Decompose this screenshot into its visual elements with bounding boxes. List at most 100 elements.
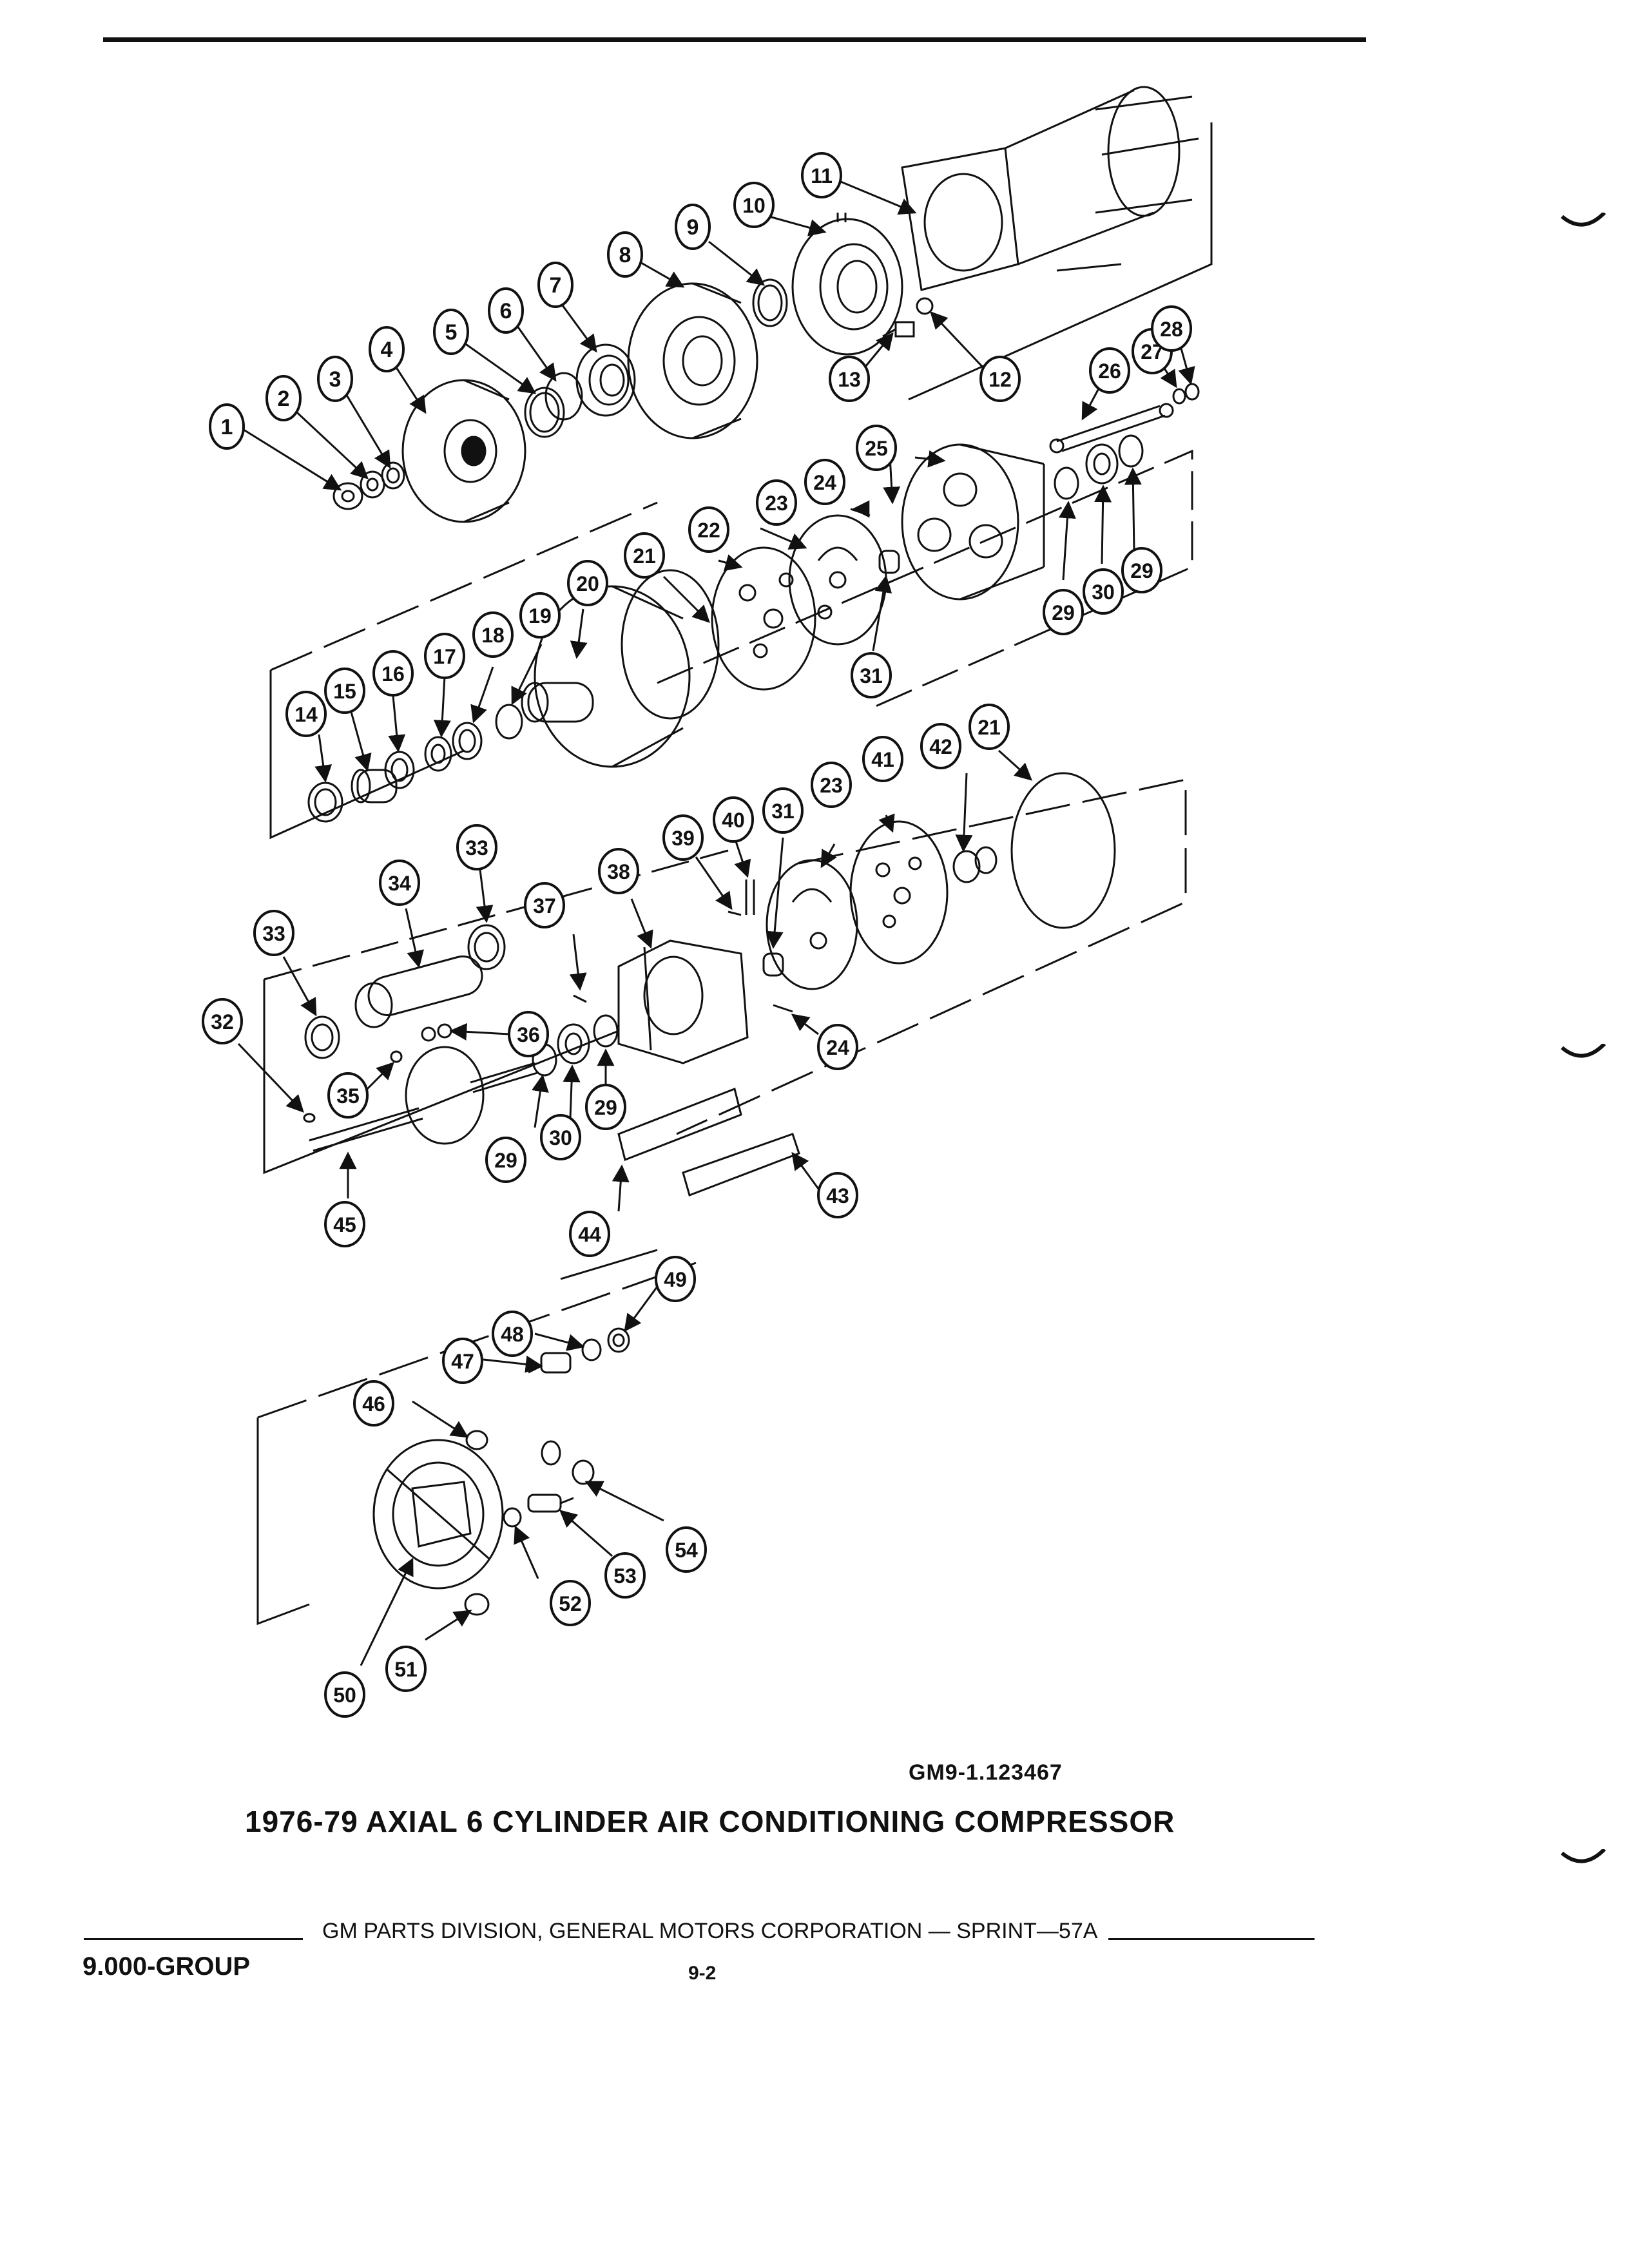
svg-text:29: 29 — [594, 1096, 617, 1119]
callout-45: 45 — [324, 1201, 365, 1247]
fitting-part-12 — [916, 297, 934, 315]
callout-51: 51 — [385, 1646, 427, 1692]
svg-text:49: 49 — [664, 1268, 687, 1291]
callout-14: 14 — [285, 691, 327, 737]
bushing-part-31-front — [878, 550, 900, 574]
seal-part-18 — [452, 722, 483, 760]
svg-text:21: 21 — [633, 544, 656, 568]
svg-text:23: 23 — [765, 492, 788, 515]
rear-head-part-50 — [372, 1439, 504, 1590]
group-label: 9.000-GROUP — [82, 1952, 251, 1981]
svg-text:46: 46 — [362, 1392, 385, 1416]
sleeve-part-33-rear — [467, 924, 506, 970]
callout-26: 26 — [1089, 347, 1130, 394]
callout-17: 17 — [424, 633, 465, 679]
top-rule — [103, 37, 1366, 42]
piston-part-34 — [354, 955, 483, 1028]
callout-39: 39 — [662, 814, 704, 861]
svg-text:16: 16 — [381, 662, 405, 686]
suction-screen-part-42 — [952, 846, 998, 883]
seal-part-17 — [424, 736, 452, 772]
callout-29-front-a: 29 — [1043, 589, 1084, 635]
callout-31-rear: 31 — [762, 787, 804, 834]
svg-text:41: 41 — [871, 748, 894, 771]
svg-text:32: 32 — [211, 1010, 234, 1033]
callout-33-rear: 33 — [456, 824, 497, 870]
callout-24-front: 24 — [804, 459, 845, 505]
svg-text:35: 35 — [336, 1084, 360, 1108]
svg-text:22: 22 — [697, 519, 720, 542]
callout-29-rear-a: 29 — [485, 1137, 526, 1183]
washer-part-3 — [381, 461, 405, 490]
washer-part-29-front-b — [1118, 434, 1144, 468]
bearing-part-30-front — [1085, 443, 1119, 485]
svg-text:51: 51 — [394, 1658, 418, 1681]
svg-text:45: 45 — [333, 1213, 356, 1236]
coil-part-10 — [791, 213, 903, 356]
ring-part-5 — [524, 387, 565, 438]
svg-text:9: 9 — [687, 215, 699, 240]
callout-1: 1 — [209, 403, 245, 450]
svg-text:38: 38 — [607, 860, 630, 883]
oring-part-21-rear — [1010, 772, 1116, 929]
pin-part-24-rear — [773, 1004, 793, 1013]
callout-54: 54 — [666, 1526, 707, 1573]
svg-text:37: 37 — [533, 894, 556, 918]
callout-28: 28 — [1151, 305, 1192, 352]
nut-part-46 — [465, 1430, 488, 1450]
svg-text:15: 15 — [333, 680, 356, 703]
callout-34: 34 — [379, 860, 420, 906]
svg-text:29: 29 — [1130, 559, 1153, 582]
figure-reference-code: GM9-1.123467 — [909, 1760, 1063, 1785]
callout-23-front: 23 — [756, 479, 797, 526]
cylinder-part-25 — [901, 443, 1045, 601]
svg-text:30: 30 — [1092, 581, 1115, 604]
fitting-part-13 — [882, 321, 915, 338]
svg-text:26: 26 — [1098, 360, 1121, 383]
bearing-part-30-rear — [557, 1023, 590, 1064]
callout-37: 37 — [524, 882, 565, 928]
margin-mark-1 — [1561, 213, 1606, 227]
callout-32: 32 — [202, 998, 243, 1044]
svg-text:21: 21 — [978, 716, 1001, 739]
svg-text:13: 13 — [838, 368, 861, 391]
svg-text:4: 4 — [381, 338, 393, 362]
bushing-part-31-rear — [762, 952, 784, 977]
oring-part-27 — [1172, 388, 1186, 405]
callout-19: 19 — [519, 592, 561, 639]
callout-49: 49 — [655, 1256, 696, 1302]
svg-text:33: 33 — [465, 836, 488, 860]
svg-text:28: 28 — [1160, 318, 1183, 341]
svg-text:8: 8 — [619, 243, 631, 267]
reed-valve-part-23-front — [788, 514, 887, 646]
bolt-part-53 — [527, 1494, 574, 1513]
svg-text:10: 10 — [742, 194, 766, 217]
svg-text:17: 17 — [433, 645, 456, 668]
callout-24-rear: 24 — [817, 1024, 858, 1070]
callout-7: 7 — [537, 262, 574, 308]
callout-38: 38 — [598, 848, 639, 894]
callout-20: 20 — [567, 560, 608, 606]
callout-43: 43 — [817, 1172, 858, 1218]
callout-41: 41 — [862, 736, 903, 782]
svg-text:52: 52 — [559, 1592, 582, 1615]
nut-part-1 — [333, 482, 363, 510]
valve-part-47 — [528, 1352, 572, 1374]
key-part-32 — [303, 1113, 316, 1123]
svg-text:24: 24 — [826, 1036, 849, 1059]
callout-16: 16 — [372, 650, 414, 697]
seal-part-19 — [495, 704, 523, 740]
bearing-part-7 — [575, 343, 636, 417]
callout-11: 11 — [801, 152, 842, 198]
seal-part-16 — [384, 751, 415, 789]
callout-52: 52 — [550, 1580, 591, 1626]
callout-42: 42 — [920, 723, 961, 769]
svg-text:1: 1 — [221, 415, 233, 439]
svg-text:7: 7 — [550, 273, 562, 298]
callout-31-front: 31 — [851, 652, 892, 698]
svg-text:5: 5 — [445, 320, 458, 345]
callout-33-front: 33 — [253, 910, 294, 956]
svg-text:33: 33 — [262, 922, 285, 945]
pin-part-40 — [745, 879, 755, 915]
callout-10: 10 — [733, 182, 775, 228]
